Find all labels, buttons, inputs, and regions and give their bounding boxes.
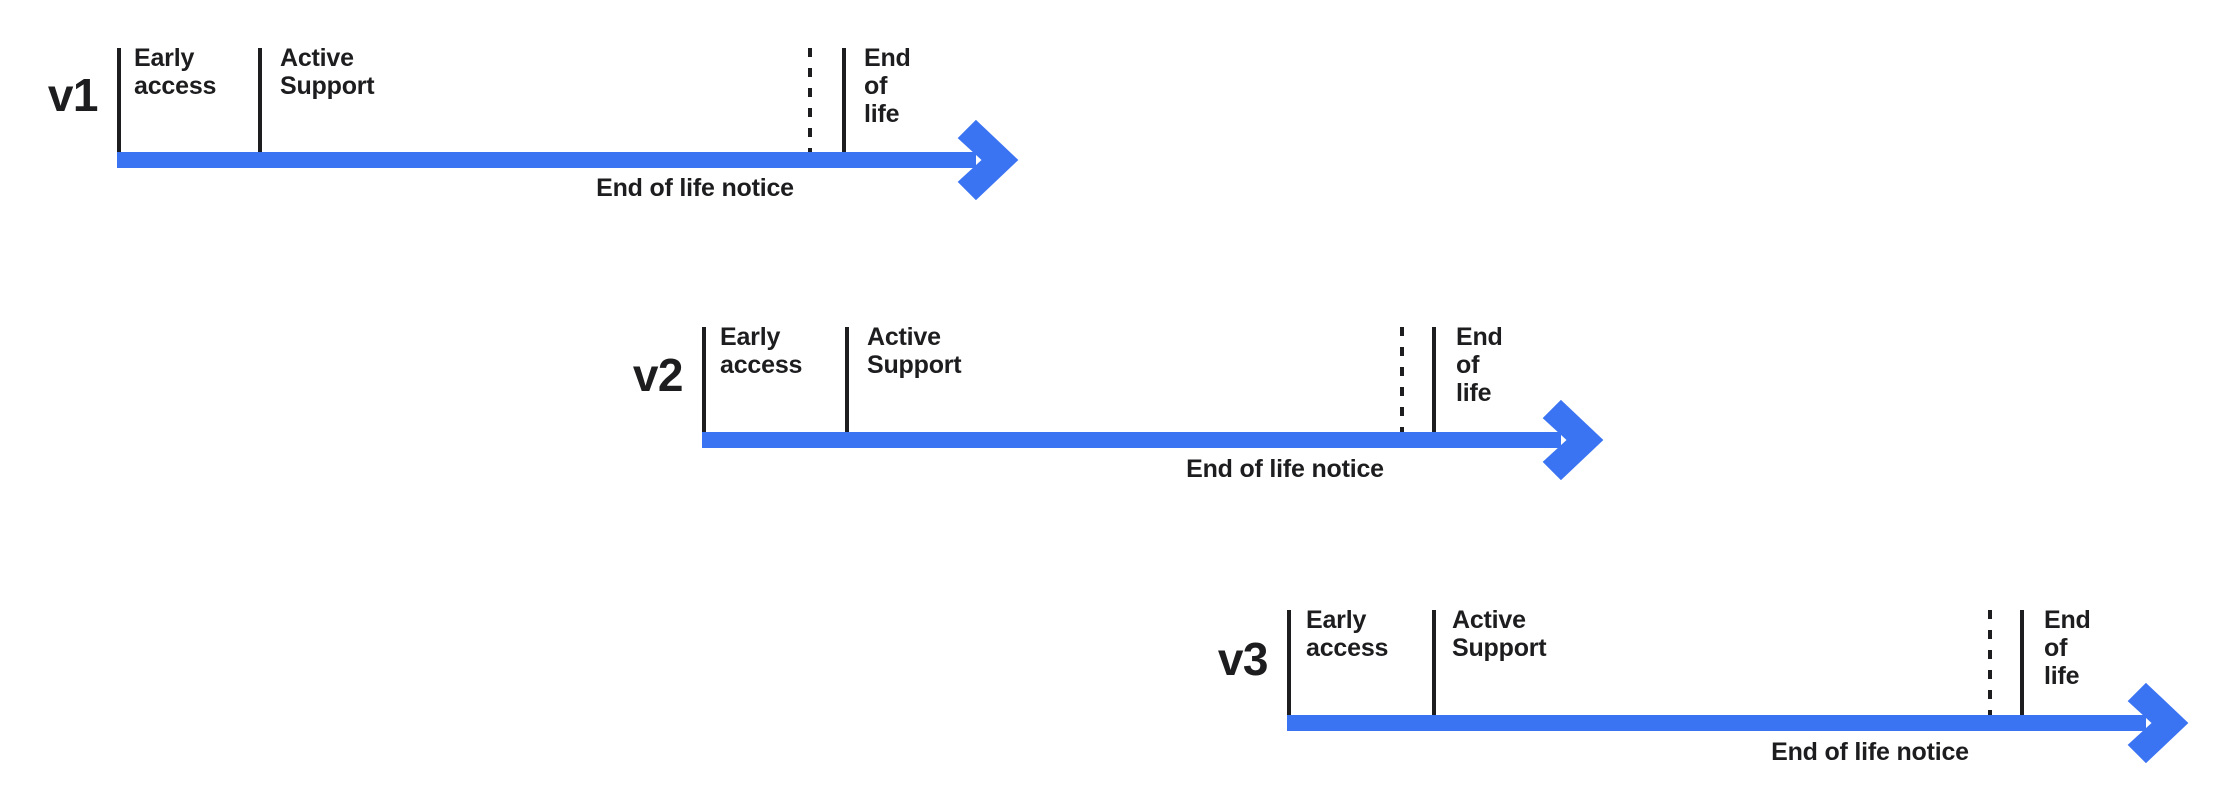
version-label-v2: v2	[632, 349, 684, 401]
timeline-bar-v1	[117, 152, 976, 168]
timeline-bar-v3	[1287, 715, 2146, 731]
phase-divider-v2-3	[1432, 327, 1436, 432]
eol-notice-label-v1: End of life notice	[596, 174, 794, 202]
phase-divider-v3-1	[1432, 610, 1436, 715]
eol-notice-marker-v3-2	[1988, 610, 1992, 715]
phase-divider-v2-0	[702, 327, 706, 432]
phase-label-end-of-life-v1: End of life	[864, 44, 911, 128]
phase-label-early-access-v3: Early access	[1306, 606, 1389, 662]
version-label-v3: v3	[1217, 633, 1269, 685]
phase-divider-v3-3	[2020, 610, 2024, 715]
phase-divider-v1-3	[842, 48, 846, 152]
timeline-arrowhead-v3	[2127, 683, 2189, 763]
phase-label-active-support-v1: Active Support	[280, 44, 375, 100]
phase-label-end-of-life-v3: End of life	[2044, 606, 2091, 690]
version-label-v1: v1	[47, 69, 99, 121]
phase-divider-v1-0	[117, 48, 121, 152]
phase-label-active-support-v2: Active Support	[867, 323, 962, 379]
timeline-arrowhead-v1	[957, 120, 1019, 200]
phase-label-active-support-v3: Active Support	[1452, 606, 1547, 662]
eol-notice-marker-v1-2	[808, 48, 812, 152]
phase-label-early-access-v2: Early access	[720, 323, 803, 379]
eol-notice-marker-v2-2	[1400, 327, 1404, 432]
phase-divider-v2-1	[845, 327, 849, 432]
phase-label-end-of-life-v2: End of life	[1456, 323, 1503, 407]
phase-divider-v3-0	[1287, 610, 1291, 715]
timeline-bar-v2	[702, 432, 1561, 448]
timeline-arrowhead-v2	[1542, 400, 1604, 480]
eol-notice-label-v3: End of life notice	[1771, 738, 1969, 766]
eol-notice-label-v2: End of life notice	[1186, 455, 1384, 483]
phase-divider-v1-1	[258, 48, 262, 152]
phase-label-early-access-v1: Early access	[134, 44, 217, 100]
